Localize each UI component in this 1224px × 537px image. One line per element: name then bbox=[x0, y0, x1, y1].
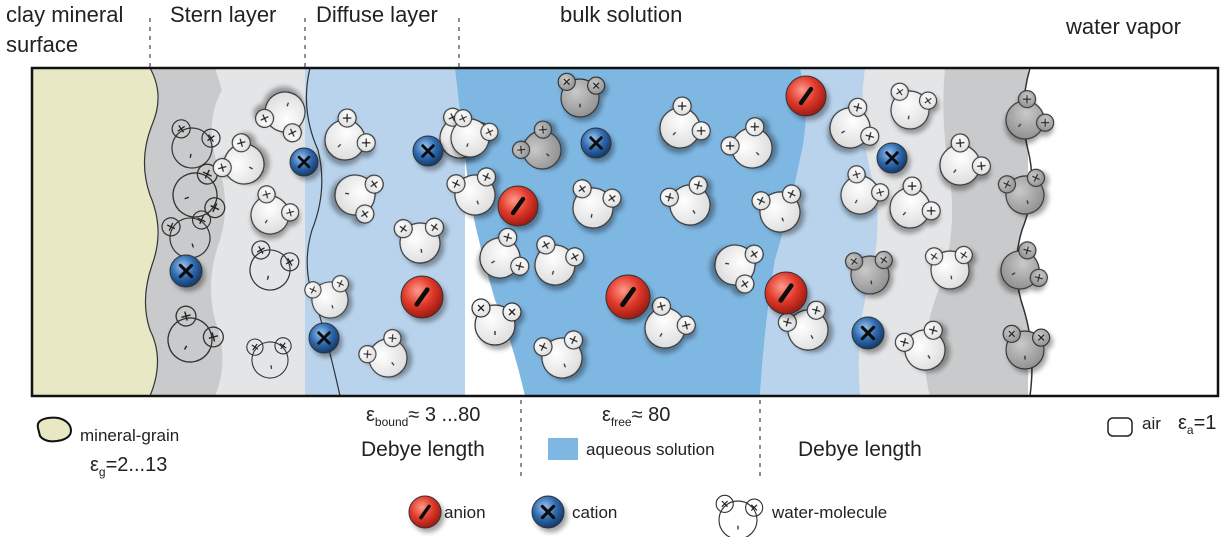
anion-ion bbox=[497, 185, 539, 227]
water-molecule bbox=[172, 163, 226, 219]
water-molecule bbox=[844, 250, 893, 295]
aqueous-solution-label: aqueous solution bbox=[586, 440, 715, 459]
water-molecule bbox=[358, 329, 408, 378]
anion-ion bbox=[400, 275, 444, 319]
eps-air-label: εa=1 bbox=[1178, 412, 1217, 437]
water-molecule bbox=[890, 82, 938, 130]
mineral-region bbox=[32, 68, 157, 396]
water-molecule bbox=[659, 175, 711, 226]
water-molecule bbox=[246, 337, 292, 379]
legend-icons bbox=[36, 416, 1133, 460]
water-molecule bbox=[829, 97, 880, 149]
particle-layer bbox=[161, 72, 1055, 379]
diffuse-layer-label: Diffuse layer bbox=[316, 2, 438, 27]
water-molecule bbox=[659, 96, 711, 149]
diagram-frame bbox=[30, 66, 1220, 398]
dashed-separators bbox=[149, 18, 761, 480]
cation-ion bbox=[851, 316, 885, 350]
water-molecule bbox=[334, 174, 384, 224]
water-molecule bbox=[324, 108, 376, 161]
anion-legend-label: anion bbox=[444, 503, 486, 522]
cation-ion bbox=[308, 322, 340, 354]
stern-layer-label: Stern layer bbox=[170, 2, 277, 27]
water-molecule bbox=[714, 244, 764, 294]
water-molecule bbox=[1000, 241, 1048, 290]
anion-ion bbox=[785, 75, 827, 117]
water-molecule bbox=[894, 320, 946, 371]
water-molecule bbox=[924, 245, 973, 290]
water-molecule bbox=[572, 179, 622, 229]
mineral-grain-icon bbox=[36, 416, 72, 443]
stern-boundary-left bbox=[143, 67, 159, 397]
anion-ion bbox=[764, 271, 808, 315]
debye-length-right-label: Debye length bbox=[798, 438, 922, 461]
water-molecule bbox=[1005, 90, 1055, 140]
water-molecule bbox=[889, 176, 941, 229]
water-molecule bbox=[161, 210, 212, 259]
clay-surface-label-line1: clay mineral bbox=[6, 2, 124, 27]
anion-ion bbox=[605, 274, 651, 320]
anion-ion bbox=[408, 495, 442, 529]
water-molecule bbox=[446, 167, 497, 216]
water-molecule bbox=[393, 217, 445, 264]
water-molecule bbox=[167, 305, 224, 363]
water-molecule bbox=[254, 91, 306, 143]
mineral-grain-label: mineral-grain bbox=[80, 426, 180, 445]
eps-bound-label: εbound≈ 3 ...80 bbox=[366, 404, 481, 429]
water-molecule bbox=[479, 227, 530, 279]
water-molecule bbox=[511, 120, 562, 170]
water-molecule bbox=[840, 165, 890, 215]
cation-ion bbox=[289, 147, 319, 177]
eps-free-label: εfree≈ 80 bbox=[602, 404, 671, 429]
water-molecule bbox=[715, 494, 764, 537]
cation-ion bbox=[169, 254, 203, 288]
water-molecule bbox=[250, 185, 300, 235]
bulk-solution-label: bulk solution bbox=[560, 2, 683, 27]
water-molecule bbox=[471, 298, 522, 346]
eps-grain-label: εg=2...13 bbox=[90, 454, 168, 479]
water-molecule bbox=[939, 133, 991, 186]
cation-ion bbox=[876, 142, 908, 174]
water-vapor-label: water vapor bbox=[1066, 14, 1181, 39]
stern-region-dark bbox=[144, 68, 225, 396]
water-molecule-legend-label: water-molecule bbox=[772, 503, 888, 522]
water-molecule bbox=[720, 117, 773, 169]
water-molecule bbox=[997, 168, 1046, 215]
cation-ion bbox=[412, 135, 444, 167]
water-molecule bbox=[171, 119, 221, 169]
water-molecule bbox=[304, 275, 350, 319]
cation-ion bbox=[580, 127, 612, 159]
air-label: air bbox=[1142, 414, 1161, 433]
water-molecule bbox=[644, 296, 696, 349]
water-molecule bbox=[533, 330, 584, 379]
water-molecule bbox=[751, 184, 802, 233]
air-region bbox=[1028, 68, 1218, 396]
water-molecule bbox=[1002, 324, 1051, 370]
clay-surface-label-line2: surface bbox=[6, 32, 79, 57]
water-molecule bbox=[450, 109, 499, 158]
air-swatch bbox=[1107, 417, 1133, 437]
aqueous-solution-swatch bbox=[548, 438, 578, 460]
water-molecule bbox=[557, 72, 606, 118]
cation-legend-label: cation bbox=[572, 503, 618, 522]
legend-particles bbox=[408, 494, 764, 537]
water-molecule bbox=[534, 235, 585, 286]
water-molecule bbox=[212, 133, 265, 185]
water-molecule bbox=[249, 240, 300, 291]
water-molecule bbox=[777, 300, 829, 351]
cation-ion bbox=[531, 495, 565, 529]
debye-length-left-label: Debye length bbox=[361, 438, 485, 461]
